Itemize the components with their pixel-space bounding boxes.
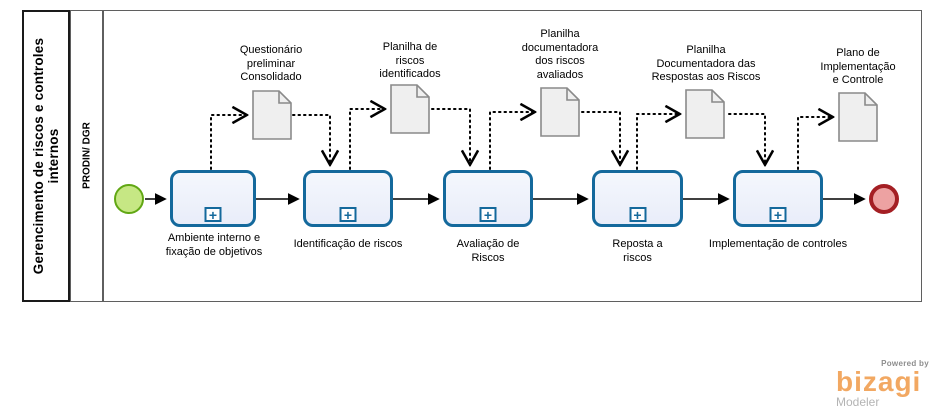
task-resposta-riscos[interactable]: + — [592, 170, 683, 227]
task-implementacao-controles[interactable]: + — [733, 170, 823, 227]
doc-planilha-respostas-riscos[interactable] — [685, 89, 725, 139]
modeler-text: Modeler — [836, 395, 880, 409]
task-ambiente-interno[interactable]: + — [170, 170, 256, 227]
doc-planilha-riscos-avaliados[interactable] — [540, 87, 580, 137]
doc-label: Plano de Implementação e Controle — [820, 47, 896, 86]
powered-by-text: Powered by — [881, 359, 929, 368]
task-label: Reposta a riscos — [612, 238, 663, 264]
task-label: Implementação de controles — [708, 238, 848, 250]
document-icon — [685, 89, 725, 139]
pool-title: Gerencimento de riscos e controles inter… — [31, 37, 61, 275]
task-label: Identificação de riscos — [293, 238, 403, 250]
doc-label: Planilha de riscos identificados — [379, 41, 441, 80]
doc-planilha-riscos-identificados[interactable] — [390, 84, 430, 134]
document-icon — [838, 92, 878, 142]
task-identificacao-riscos[interactable]: + — [303, 170, 393, 227]
subprocess-expand-icon[interactable]: + — [204, 207, 222, 222]
subprocess-expand-icon[interactable]: + — [479, 207, 497, 222]
doc-questionario-preliminar[interactable] — [252, 90, 292, 140]
subprocess-expand-icon[interactable]: + — [629, 207, 646, 222]
pool-header: Gerencimento de riscos e controles inter… — [22, 10, 70, 302]
doc-label: Planilha Documentadora das Respostas aos… — [651, 44, 761, 83]
doc-label: Planilha documentadora dos riscos avalia… — [521, 28, 599, 81]
doc-plano-implementacao[interactable] — [838, 92, 878, 142]
start-event[interactable] — [114, 184, 144, 214]
subprocess-expand-icon[interactable]: + — [339, 207, 357, 222]
document-icon — [252, 90, 292, 140]
document-icon — [540, 87, 580, 137]
end-event[interactable] — [869, 184, 899, 214]
doc-label: Questionário preliminar Consolidado — [239, 44, 303, 83]
task-label: Avaliação de Riscos — [456, 238, 520, 264]
lane-header: PRODIN/ DGR — [70, 10, 103, 302]
lane-label: PRODIN/ DGR — [81, 122, 93, 189]
bizagi-logo: Powered by bizagi Modeler — [836, 359, 932, 408]
task-label: Ambiente interno e fixação de objetivos — [165, 232, 263, 258]
task-avaliacao-riscos[interactable]: + — [443, 170, 533, 227]
subprocess-expand-icon[interactable]: + — [769, 207, 787, 222]
bizagi-brand-text: bizagi — [836, 366, 922, 397]
document-icon — [390, 84, 430, 134]
